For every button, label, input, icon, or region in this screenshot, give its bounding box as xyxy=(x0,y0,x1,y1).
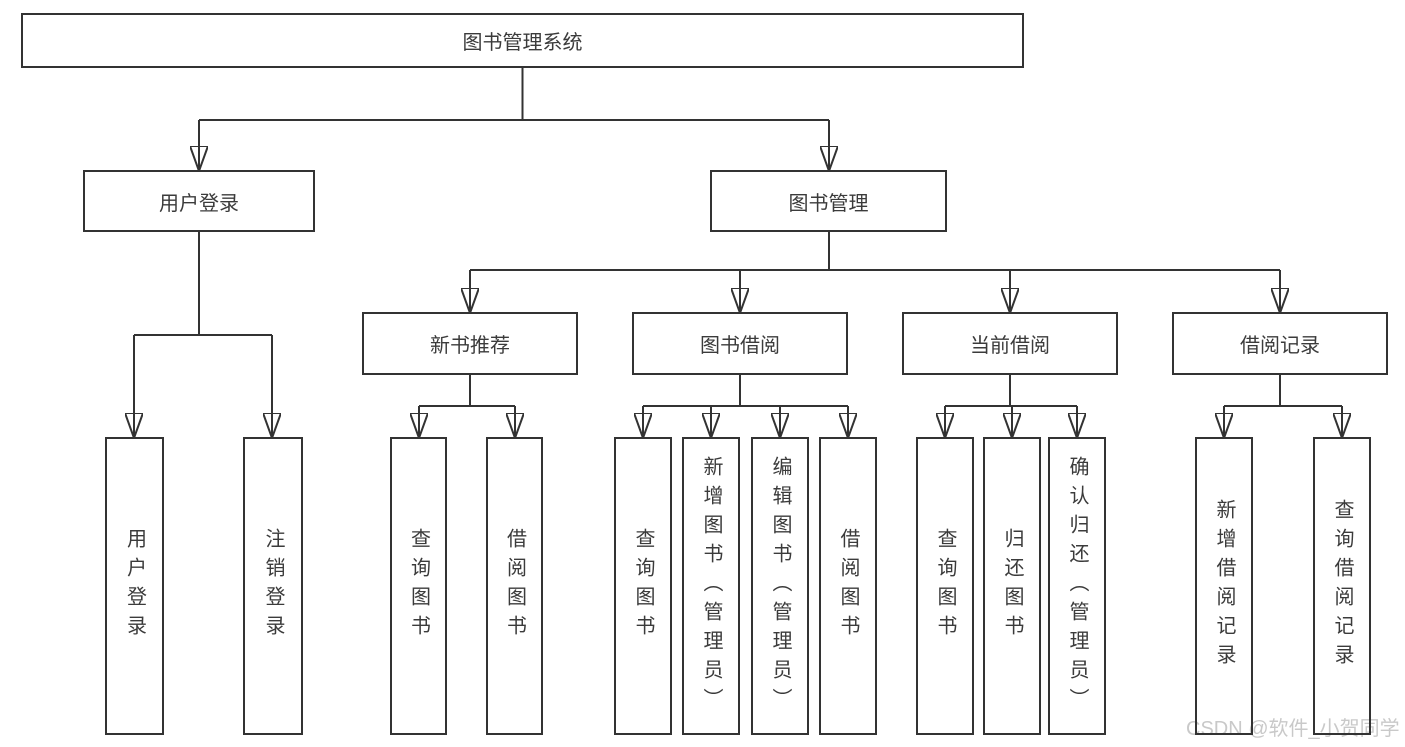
leaf-bb-add-book-admin-label: 新增图书（管理员） xyxy=(700,455,722,717)
leaf-br-query-record-label: 查询借阅记录 xyxy=(1331,499,1353,673)
leaf-br-add-record-label: 新增借阅记录 xyxy=(1213,499,1235,673)
leaf-bb-query-book: 查询图书 xyxy=(614,437,672,735)
leaf-rec-query-book: 查询图书 xyxy=(390,437,447,735)
leaf-bb-add-book-admin: 新增图书（管理员） xyxy=(682,437,740,735)
node-borrow-record: 借阅记录 xyxy=(1172,312,1388,375)
node-new-book-recommend: 新书推荐 xyxy=(362,312,578,375)
leaf-bb-borrow-book-label: 借阅图书 xyxy=(837,528,859,644)
leaf-rec-borrow-book-label: 借阅图书 xyxy=(503,528,526,644)
node-user-login: 用户登录 xyxy=(83,170,315,232)
leaf-rec-borrow-book: 借阅图书 xyxy=(486,437,543,735)
leaf-cb-query-book-label: 查询图书 xyxy=(934,528,956,644)
node-current-borrow: 当前借阅 xyxy=(902,312,1118,375)
leaf-cb-return-book: 归还图书 xyxy=(983,437,1041,735)
node-book-management-label: 图书管理 xyxy=(788,192,869,215)
leaf-bb-query-book-label: 查询图书 xyxy=(632,528,654,644)
leaf-logout: 注销登录 xyxy=(243,437,303,735)
leaf-br-query-record: 查询借阅记录 xyxy=(1313,437,1371,735)
leaf-cb-return-book-label: 归还图书 xyxy=(1001,528,1023,644)
node-borrow-record-label: 借阅记录 xyxy=(1240,335,1320,357)
leaf-bb-edit-book-admin-label: 编辑图书（管理员） xyxy=(769,455,791,717)
leaf-bb-edit-book-admin: 编辑图书（管理员） xyxy=(751,437,809,735)
leaf-cb-confirm-return-admin: 确认归还（管理员） xyxy=(1048,437,1106,735)
leaf-user-login: 用户登录 xyxy=(105,437,164,735)
leaf-br-add-record: 新增借阅记录 xyxy=(1195,437,1253,735)
leaf-bb-borrow-book: 借阅图书 xyxy=(819,437,877,735)
leaf-cb-confirm-return-admin-label: 确认归还（管理员） xyxy=(1066,455,1088,717)
node-book-borrow: 图书借阅 xyxy=(632,312,848,375)
leaf-logout-label: 注销登录 xyxy=(262,528,284,644)
node-root: 图书管理系统 xyxy=(21,13,1024,68)
node-current-borrow-label: 当前借阅 xyxy=(970,335,1050,357)
leaf-rec-query-book-label: 查询图书 xyxy=(407,528,430,644)
node-user-login-label: 用户登录 xyxy=(159,192,239,215)
leaf-user-login-label: 用户登录 xyxy=(123,528,146,644)
node-root-label: 图书管理系统 xyxy=(462,32,583,54)
node-book-management: 图书管理 xyxy=(710,170,947,232)
node-new-book-recommend-label: 新书推荐 xyxy=(430,335,510,357)
leaf-cb-query-book: 查询图书 xyxy=(916,437,974,735)
node-book-borrow-label: 图书借阅 xyxy=(700,335,780,357)
